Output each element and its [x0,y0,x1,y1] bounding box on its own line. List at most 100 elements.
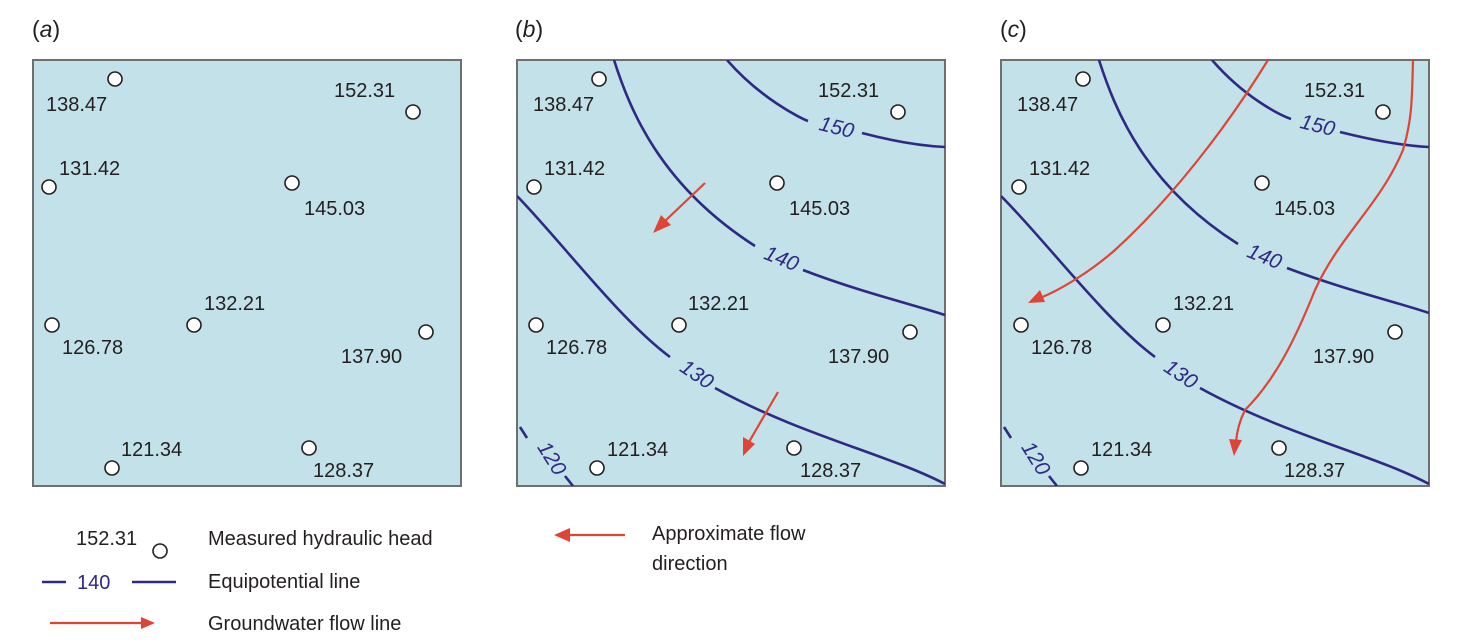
panel-c-label: (c) [1000,16,1027,42]
legend-equi-label: Equipotential line [208,571,360,593]
well-marker [890,104,906,120]
legend: 152.31 Measured hydraulic head 140 Equip… [42,523,806,635]
equipotential-line-140 [612,60,756,248]
well-value: 137.90 [1313,346,1374,368]
well-marker [1073,460,1089,476]
well-value: 145.03 [304,198,365,220]
well-value: 126.78 [546,337,607,359]
legend-flowdir-label-line2: direction [652,553,728,575]
equipotential-line-140 [1286,266,1429,315]
panel-b-flow-arrows [653,182,779,456]
well-value: 128.37 [1284,460,1345,482]
panel-a-map [32,59,462,487]
well-marker [284,175,300,191]
well-value: 132.21 [1173,293,1234,315]
well-marker [107,71,123,87]
panel-b-equipotential-lines [517,60,945,486]
legend-measured-head: 152.31 Measured hydraulic head [76,528,433,559]
flow-direction-arrow [743,391,779,456]
well-marker [405,104,421,120]
legend-flow-line-arrowhead [141,617,155,629]
equipotential-line-120 [1002,426,1013,439]
well-value: 145.03 [789,198,850,220]
legend-flow-direction: Approximate flow direction [554,523,806,575]
well-marker [301,440,317,456]
equipotential-line-150 [861,131,945,149]
equipotential-line-130 [517,195,671,359]
well-value: 131.42 [1029,158,1090,180]
well-value: 145.03 [1274,198,1335,220]
well-marker [769,175,785,191]
well-marker [591,71,607,87]
equipotential-line-120 [563,475,575,486]
panel-c: (c) 150 140 130 120 [1000,16,1430,487]
equipotential-line-150 [1339,130,1429,149]
equipotential-line-130 [1199,386,1429,486]
legend-flowline-label: Groundwater flow line [208,613,401,635]
well-value: 152.31 [334,80,395,102]
well-marker [1075,71,1091,87]
equipotential-line-140 [802,268,945,317]
well-value: 128.37 [313,460,374,482]
well-marker [526,179,542,195]
panel-c-flow-lines [1028,59,1415,456]
panel-a: (a) 138.47 152.31 131.42 145.03 132.21 1… [32,16,462,487]
panel-a-wells: 138.47 152.31 131.42 145.03 132.21 126.7… [41,71,434,482]
well-value: 126.78 [62,337,123,359]
well-value: 137.90 [341,346,402,368]
well-marker [1271,440,1287,456]
legend-equipotential: 140 Equipotential line [42,571,360,594]
well-value: 137.90 [828,346,889,368]
well-value: 138.47 [533,94,594,116]
well-value: 121.34 [607,439,668,461]
well-marker [186,317,202,333]
panel-c-map [1000,59,1430,487]
well-value: 126.78 [1031,337,1092,359]
legend-head-sample-value: 152.31 [76,528,137,550]
equipotential-line-130 [714,386,945,486]
well-marker [589,460,605,476]
well-marker [418,324,434,340]
well-value: 131.42 [544,158,605,180]
panel-b-map [516,59,946,487]
panel-a-label: (a) [32,16,60,42]
equipotential-line-150 [1211,60,1292,121]
well-marker [528,317,544,333]
well-marker [41,179,57,195]
well-value: 132.21 [688,293,749,315]
panel-b-label: (b) [515,16,543,42]
well-value: 152.31 [818,80,879,102]
groundwater-flow-line [1028,59,1269,303]
well-value: 152.31 [1304,80,1365,102]
panel-c-wells: 138.47 152.31 131.42 145.03 132.21 126.7… [1011,71,1403,482]
well-value: 131.42 [59,158,120,180]
well-marker [1387,324,1403,340]
legend-flow-line: Groundwater flow line [50,613,401,635]
well-marker [1013,317,1029,333]
well-value: 138.47 [46,94,107,116]
groundwater-flow-line [1229,59,1415,456]
equipotential-line-150 [726,60,809,123]
panel-b-wells: 138.47 152.31 131.42 145.03 132.21 126.7… [526,71,918,482]
legend-well-marker [152,543,168,559]
legend-equi-sample-value: 140 [77,572,110,594]
legend-flowdir-label-line1: Approximate flow [652,523,806,545]
well-value: 138.47 [1017,94,1078,116]
well-marker [104,460,120,476]
panel-b: (b) 150 140 130 120 [515,16,946,487]
well-marker [44,317,60,333]
well-value: 132.21 [204,293,265,315]
equipotential-line-140 [1097,60,1239,246]
well-marker [671,317,687,333]
well-marker [1155,317,1171,333]
well-value: 121.34 [121,439,182,461]
well-value: 121.34 [1091,439,1152,461]
equipotential-line-120 [1047,475,1059,486]
equipotential-line-120 [518,426,529,439]
well-marker [1011,179,1027,195]
well-marker [786,440,802,456]
legend-head-label: Measured hydraulic head [208,528,433,550]
well-marker [1254,175,1270,191]
flow-direction-arrow [653,182,706,233]
